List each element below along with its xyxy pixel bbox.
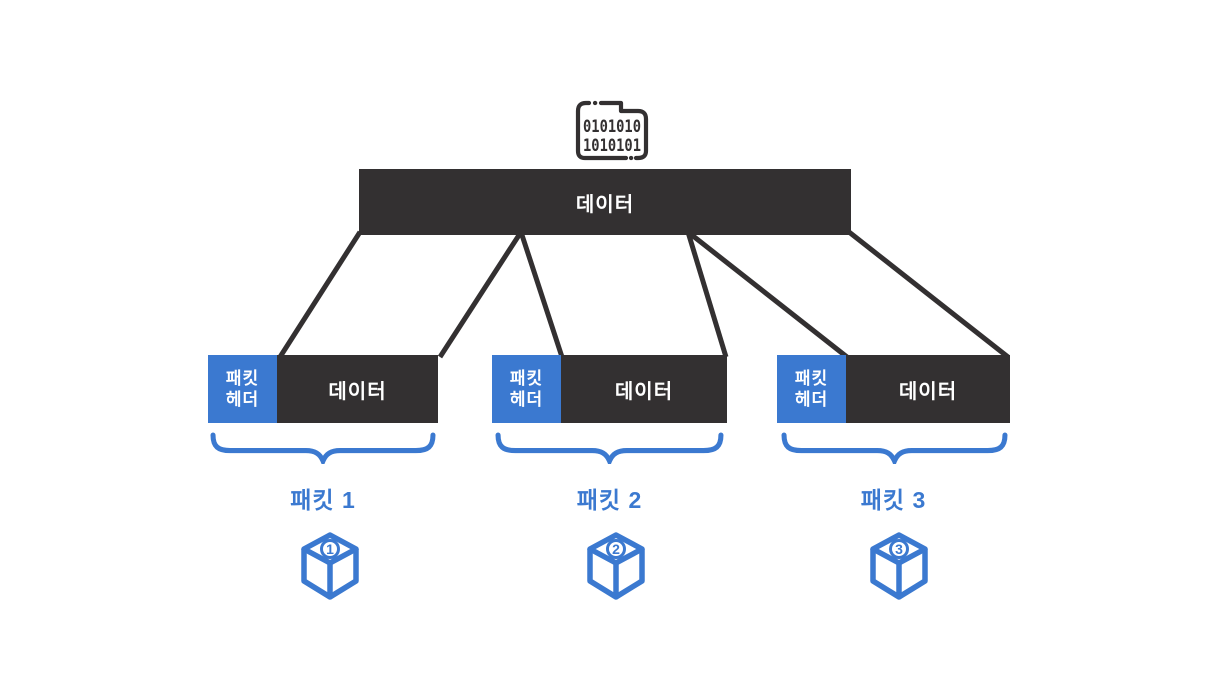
packet-header-label-line2: 헤더 [225,390,260,409]
connector-line-5 [686,230,849,359]
packet-3-brace [781,431,1008,464]
packet-header-label-line2: 헤더 [509,390,544,409]
packet-header-label-line2: 헤더 [794,390,829,409]
packet-2-label: 패킷 2 [576,487,643,513]
packet-3-header-segment: 패킷 헤더 [777,355,846,423]
underbrace-icon [495,432,724,464]
packet-3-data-segment: 데이터 [846,355,1010,423]
binary-line-2: 1010101 [583,136,641,156]
source-data-bar: 데이터 [359,169,851,235]
packet-2-data-segment: 데이터 [561,355,727,423]
binary-line-1: 0101010 [583,117,641,137]
packet-3-bar: 패킷 헤더 데이터 [777,355,1010,423]
cube-3-icon: 3 [870,532,928,600]
packet-3-label: 패킷 3 [860,487,927,513]
cube-1-icon: 1 [301,532,359,600]
connector-line-2 [437,230,524,359]
packet-2-brace [495,431,724,464]
packet-1-bar: 패킷 헤더 데이터 [208,355,438,423]
cube-number: 1 [326,541,334,557]
packet-2-header-segment: 패킷 헤더 [492,355,561,423]
connector-line-1 [277,230,363,359]
packet-2-bar: 패킷 헤더 데이터 [492,355,727,423]
underbrace-icon [210,432,436,464]
connector-line-6 [847,230,1010,359]
packet-1-header-segment: 패킷 헤더 [208,355,277,423]
packet-header-label-line1: 패킷 [509,368,544,388]
packet-data-label: 데이터 [614,380,674,403]
underbrace-icon [781,432,1008,464]
connector-line-4 [685,231,729,358]
packet-1-data-segment: 데이터 [277,355,438,423]
cube-2-icon: 2 [587,532,645,600]
packet-data-label: 데이터 [898,380,958,403]
binary-file-icon: 0101010 1010101 [575,100,649,161]
packet-1-brace [210,431,436,464]
packet-header-label-line1: 패킷 [794,368,829,388]
connector-line-3 [518,231,565,358]
packet-header-label-line1: 패킷 [225,368,260,388]
source-data-label: 데이터 [575,193,635,216]
packet-1-label: 패킷 1 [290,487,356,513]
cube-number: 2 [612,541,620,557]
cube-number: 3 [895,541,903,557]
packet-data-label: 데이터 [328,380,387,403]
